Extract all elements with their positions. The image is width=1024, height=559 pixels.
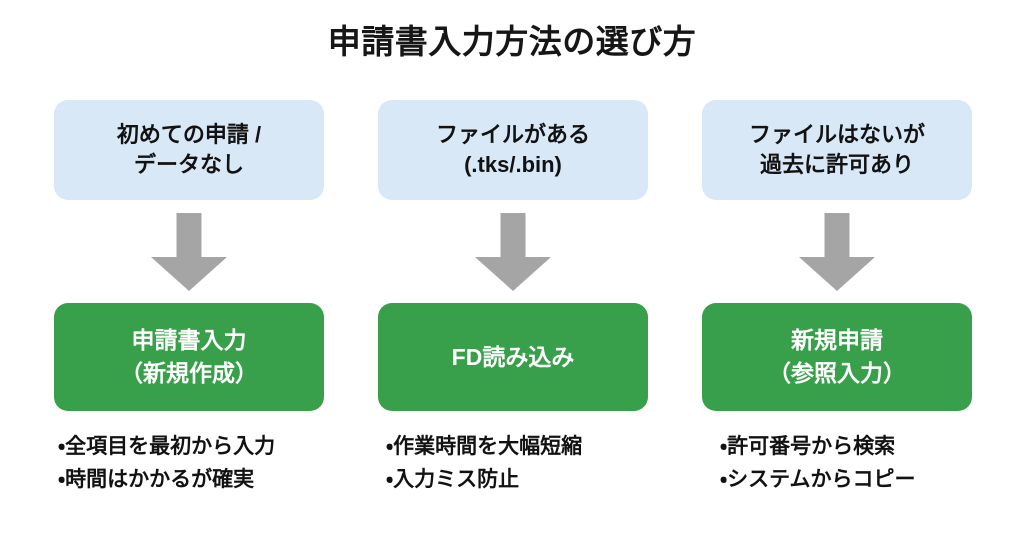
list-item: ・入力ミス防止 [386,467,520,491]
list-item: ・システムからコピー [720,467,916,491]
action-box-1[interactable]: 申請書入力 （新規作成） [54,303,324,411]
action-box-3[interactable]: 新規申請 （参照入力） [702,303,972,411]
condition-box-3-line-1: ファイルはないが [748,121,925,147]
flow-column-2: ファイルがある (.tks/.bin) FD読み込み ・作業時間を大幅短縮 ・入… [378,100,648,496]
bullet-list-1: ・全項目を最初から入力 ・時間はかかるが確実 [54,431,324,496]
condition-box-2[interactable]: ファイルがある (.tks/.bin) [378,100,648,200]
list-item: ・許可番号から検索 [720,435,896,458]
action-box-2-line-1: FD読み込み [451,343,575,370]
condition-box-2-line-2: (.tks/.bin) [464,152,562,177]
action-box-3-line-1: 新規申請 [791,327,883,354]
bullet-list-2: ・作業時間を大幅短縮 ・入力ミス防止 [378,431,648,496]
list-item: ・作業時間を大幅短縮 [386,435,583,458]
action-box-2[interactable]: FD読み込み [378,303,648,411]
action-box-3-line-2: （参照入力） [768,360,906,386]
condition-box-1-line-1: 初めての申請 / [116,121,262,147]
action-box-1-line-2: （新規作成） [120,360,258,386]
arrow-down-icon-3 [799,200,875,303]
condition-box-2-line-1: ファイルがある [435,121,590,147]
condition-box-1[interactable]: 初めての申請 / データなし [54,100,324,200]
flow-column-1: 初めての申請 / データなし 申請書入力 （新規作成） ・全項目を最初から入力 … [54,100,324,496]
condition-box-3-line-2: 過去に許可あり [759,152,914,177]
action-box-1-line-1: 申請書入力 [131,327,247,354]
condition-box-1-line-2: データなし [133,152,244,177]
list-item: ・時間はかかるが確実 [58,467,255,491]
condition-box-3[interactable]: ファイルはないが 過去に許可あり [702,100,972,200]
list-item: ・全項目を最初から入力 [58,435,276,458]
page-title: 申請書入力方法の選び方 [327,23,697,60]
columns-container: 初めての申請 / データなし 申請書入力 （新規作成） ・全項目を最初から入力 … [54,100,972,496]
arrow-down-icon-1 [151,200,227,303]
arrow-down-icon-2 [475,200,551,303]
flow-column-3: ファイルはないが 過去に許可あり 新規申請 （参照入力） ・許可番号から検索 ・… [702,100,972,496]
bullet-list-3: ・許可番号から検索 ・システムからコピー [702,431,972,496]
